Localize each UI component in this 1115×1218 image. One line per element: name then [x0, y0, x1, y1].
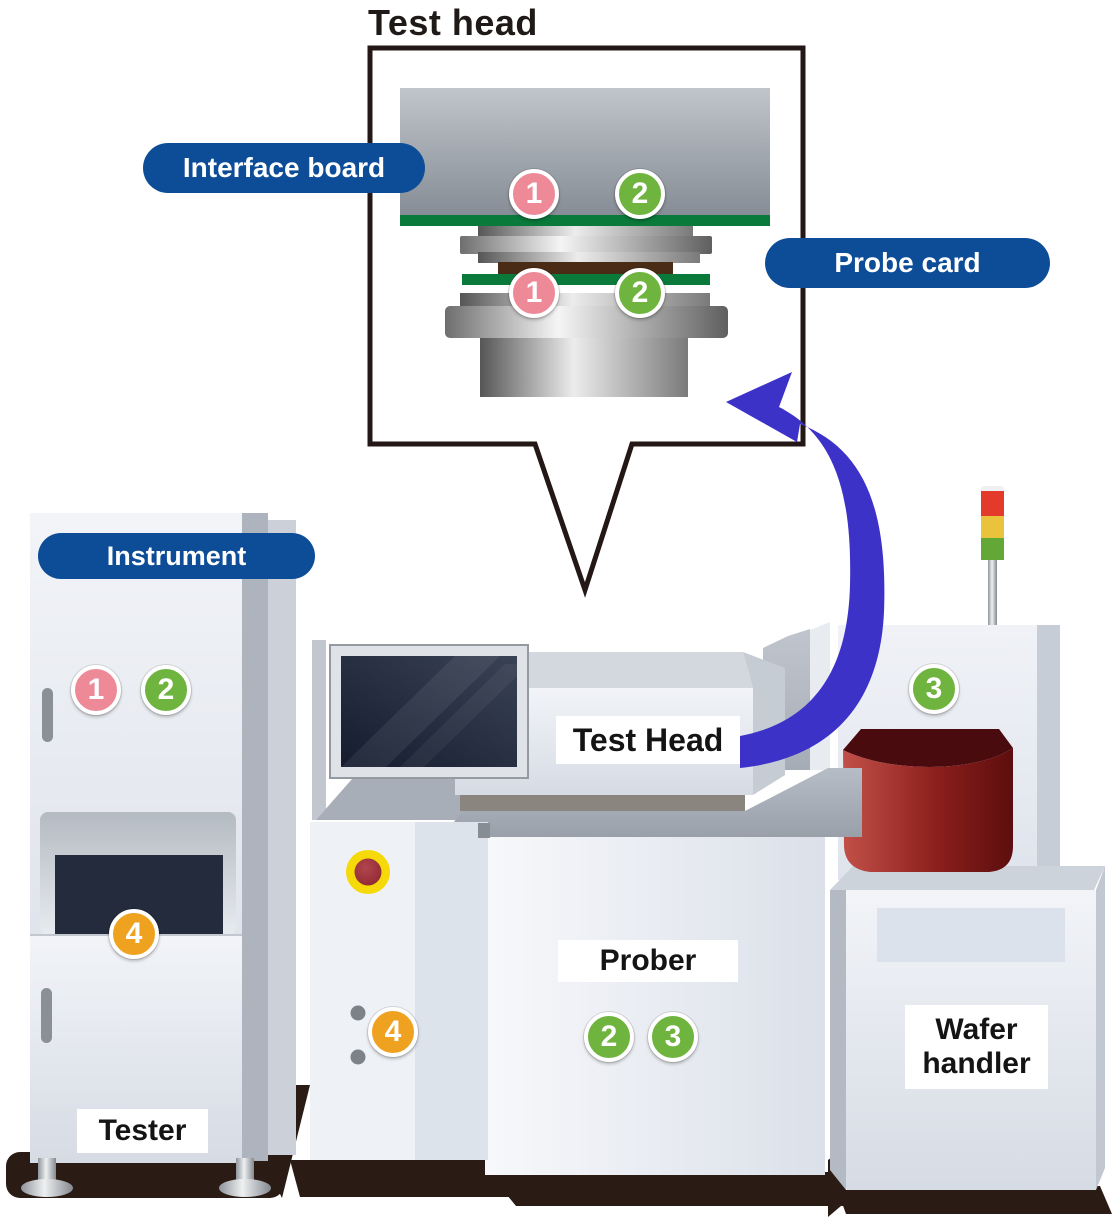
probe-card-callout-arrow [726, 372, 885, 768]
badge-wafer-3: 3 [909, 664, 959, 714]
prober-control-panel [310, 822, 490, 1160]
badge-prober-4: 4 [368, 1007, 418, 1057]
signal-tower [981, 486, 1004, 630]
badge-tester-2: 2 [141, 665, 191, 715]
badge-interface-1: 1 [509, 169, 559, 219]
callout-probe-card [462, 274, 710, 285]
signal-tower-yellow-light [981, 516, 1004, 538]
callout-probe-base [445, 293, 728, 397]
wafer-handler-slot [877, 908, 1065, 962]
badge-probe-1: 1 [509, 268, 559, 318]
callout-box [367, 45, 806, 598]
tester-label: Tester [77, 1109, 208, 1153]
prober-monitor [329, 644, 529, 779]
prober-label: Prober [558, 940, 738, 982]
badge-interface-2: 2 [615, 169, 665, 219]
floor-shadows [6, 1085, 1112, 1217]
callout-title: Test head [368, 2, 538, 43]
interface-board-pill: Interface board [143, 143, 425, 193]
callout-interface-board [400, 215, 770, 226]
badge-prober-2: 2 [584, 1012, 634, 1062]
tester-cabinet [21, 513, 296, 1197]
badge-tester-4: 4 [109, 909, 159, 959]
signal-tower-green-light [981, 538, 1004, 560]
wafer-handler-label: Wafer handler [905, 1005, 1048, 1089]
probe-card-pill: Probe card [765, 238, 1050, 288]
badge-probe-2: 2 [615, 268, 665, 318]
test-head-label: Test Head [556, 716, 740, 764]
panel-dot-upper [350, 1005, 366, 1021]
prober-main-body [443, 768, 862, 1175]
panel-dot-lower [350, 1049, 366, 1065]
tester-feet [21, 1158, 271, 1197]
badge-prober-3: 3 [648, 1012, 698, 1062]
signal-tower-red-light [981, 491, 1004, 516]
tester-upper-door-handle [42, 688, 53, 742]
callout-docking-stack [460, 226, 712, 274]
monitor-screen [341, 656, 517, 767]
callout-test-head-block [400, 88, 770, 215]
wafer-carrier-red [843, 729, 1013, 872]
tester-lower-door-handle [41, 988, 52, 1043]
emergency-stop-button [354, 858, 382, 886]
badge-tester-1: 1 [71, 665, 121, 715]
instrument-pill: Instrument [38, 533, 315, 579]
